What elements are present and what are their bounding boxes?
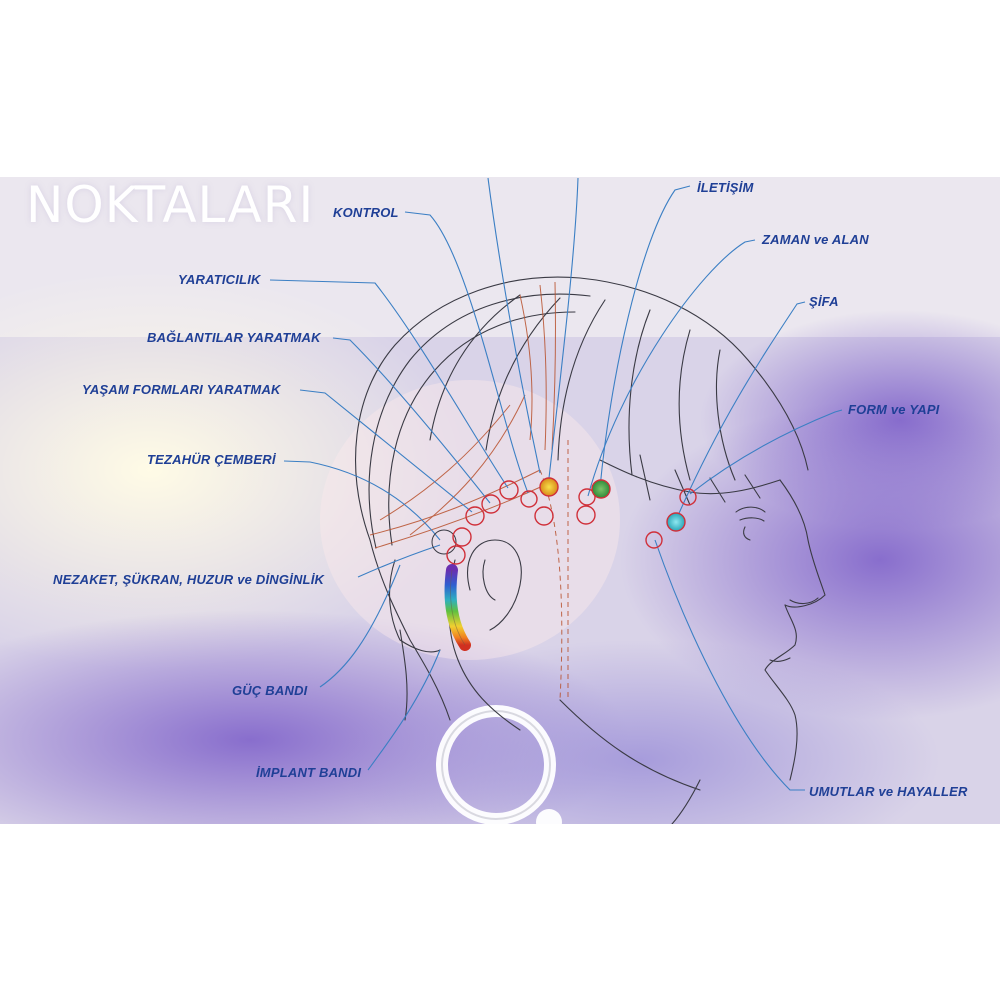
label-sifa: ŞİFA (809, 294, 839, 309)
label-form-ve-yapi: FORM ve YAPI (848, 402, 940, 417)
leader-nezaket (357, 544, 441, 578)
marker-point (534, 506, 554, 526)
label-tezahur-cemberi: TEZAHÜR ÇEMBERİ (147, 452, 276, 467)
leader-top-2 (547, 177, 579, 488)
marker-point (578, 488, 596, 506)
label-umutlar-ve-hayaller: UMUTLAR ve HAYALLER (809, 784, 968, 799)
marker-point (446, 545, 466, 565)
leader-kontrol (404, 211, 529, 494)
marker-point (576, 505, 596, 525)
label-nezaket-sukran-huzur: NEZAKET, ŞÜKRAN, HUZUR ve DİNGİNLİK (53, 572, 325, 587)
marker-point-yellow (539, 477, 559, 497)
marker-point (645, 531, 663, 549)
label-iletisim: İLETİŞİM (697, 180, 754, 195)
leader-yasam (299, 389, 473, 513)
diagram-canvas: NOKTALARI (0, 177, 1000, 824)
marker-point (679, 488, 697, 506)
label-kontrol: KONTROL (333, 205, 399, 220)
label-baglantilar-yaratmak: BAĞLANTILAR YARATMAK (147, 330, 321, 345)
label-yaraticilik: YARATICILIK (178, 272, 261, 287)
marker-point (452, 527, 472, 547)
leader-implant (367, 649, 441, 771)
leader-zaman (587, 239, 756, 497)
marker-points (431, 477, 697, 565)
leader-umutlar (654, 539, 805, 791)
leader-tezahur (283, 460, 441, 541)
page-title: NOKTALARI (26, 177, 315, 234)
leader-top-1 (487, 177, 541, 474)
leader-iletisim (599, 185, 691, 489)
head-sketch (355, 276, 826, 824)
label-zaman-ve-alan: ZAMAN ve ALAN (762, 232, 869, 247)
marker-ring-large (431, 529, 457, 555)
leader-form (689, 409, 843, 495)
marker-point (520, 490, 538, 508)
label-implant-bandi: İMPLANT BANDI (256, 765, 362, 780)
marker-point-cyan (666, 512, 686, 532)
label-yasam-formlari-yaratmak: YAŞAM FORMLARI YARATMAK (82, 382, 281, 397)
marker-point-green (591, 479, 611, 499)
label-guc-bandi: GÜÇ BANDI (232, 683, 308, 698)
leader-lines (269, 177, 843, 791)
leader-baglantilar (332, 337, 491, 504)
marker-point (465, 506, 485, 526)
marker-point (499, 480, 519, 500)
leader-sifa (675, 301, 806, 521)
head-diagram (0, 177, 1000, 824)
hair-guides (369, 281, 569, 701)
leader-yaraticilik (269, 279, 509, 489)
marker-point (481, 494, 501, 514)
leader-guc (319, 564, 401, 688)
